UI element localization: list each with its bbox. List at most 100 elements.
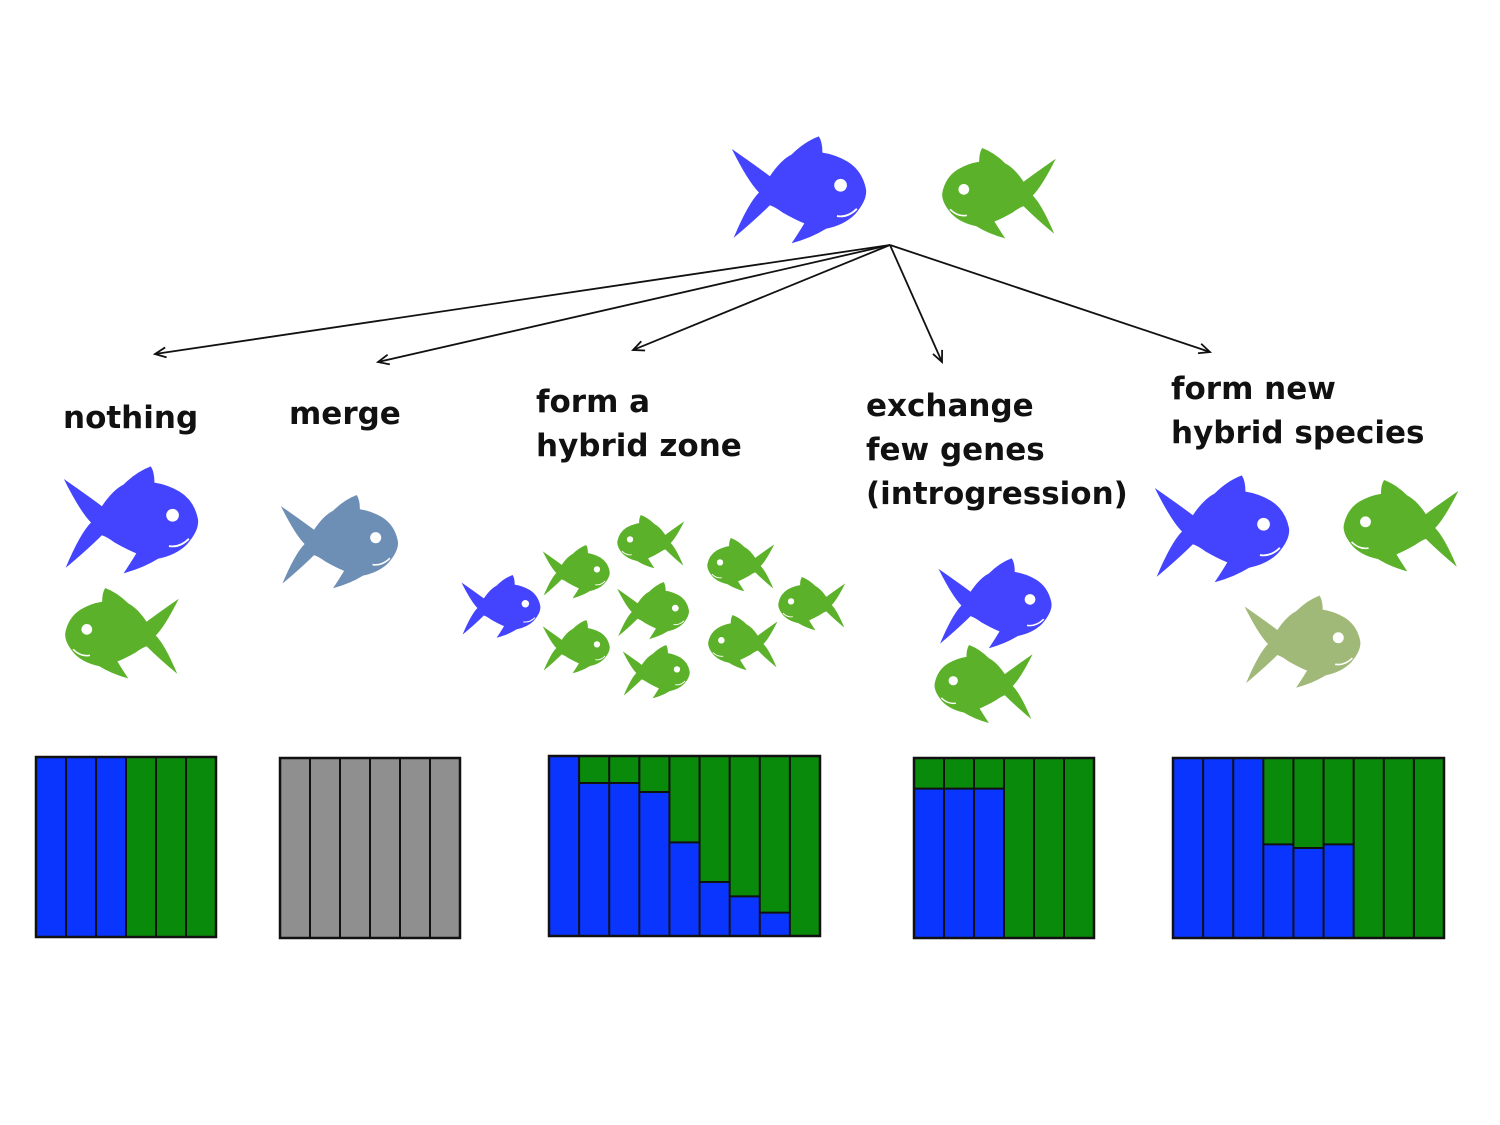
ancestry-bar-blue-segment — [974, 788, 1004, 938]
panel-frame — [547, 754, 822, 938]
ancestry-bar-blue-segment — [1173, 758, 1204, 938]
ancestry-bar-blue-segment — [1203, 758, 1234, 938]
hybrid-zone-fish-group — [460, 514, 846, 699]
ancestry-bar-blue-segment — [759, 912, 790, 936]
hybrid-zone-fish-icon — [460, 574, 541, 639]
label-line: exchange — [866, 388, 1034, 424]
ancestry-bar-green-segment — [186, 757, 216, 937]
ancestry-bar-blue-segment — [96, 757, 126, 937]
blue-fish-icon — [62, 465, 200, 575]
panel-frame — [1171, 756, 1446, 940]
ancestry-bar-blue-segment — [914, 788, 944, 938]
ancestry-bar-green-segment — [1323, 758, 1354, 845]
ancestry-bar-blue-segment — [1263, 844, 1294, 938]
ancestry-bar-blue-segment — [66, 757, 96, 937]
ancestry-bar-blue-segment — [579, 783, 610, 936]
ancestry-bar — [280, 758, 310, 938]
label-nothing: nothing — [63, 396, 198, 440]
label-line: merge — [289, 396, 401, 432]
blue-fish-icon — [937, 557, 1053, 649]
ancestry-bar-green-segment — [1383, 758, 1414, 938]
arrow-to-hybrid-species — [889, 244, 1210, 352]
hybrid-species-fish-group — [1153, 474, 1460, 689]
ancestry-bar-green-segment — [1263, 758, 1294, 845]
ancestry-bar-blue-segment — [609, 783, 640, 936]
ancestry-bar-blue-segment — [699, 882, 730, 936]
ancestry-bar-green-segment — [974, 758, 1004, 789]
arrow-to-introgression — [889, 244, 942, 362]
ancestry-bar-green-segment — [944, 758, 974, 789]
merged-fish-icon — [279, 493, 400, 590]
label-line: form new — [1171, 371, 1336, 407]
ancestry-bar-green-segment — [156, 757, 186, 937]
label-line: few genes — [866, 432, 1045, 468]
arrow-to-hybrid-zone — [633, 244, 891, 350]
ancestry-bar-blue-segment — [944, 788, 974, 938]
ancestry-bar-green-segment — [914, 758, 944, 789]
ancestry-panels — [34, 754, 1446, 940]
arrow-to-merge — [378, 244, 891, 362]
ancestry-panel-nothing — [34, 755, 218, 939]
ancestry-bar — [430, 758, 460, 938]
panel-frame — [912, 756, 1096, 940]
ancestral-fish-pair — [730, 135, 1057, 245]
ancestry-bar-blue-segment — [1293, 848, 1324, 938]
ancestry-bar-green-segment — [126, 757, 156, 937]
outcome-arrows — [155, 244, 1210, 362]
hybrid-zone-fish-icon — [777, 576, 846, 631]
ancestry-bar-blue-segment — [36, 757, 66, 937]
ancestry-bar-blue-segment — [639, 792, 670, 936]
ancestry-bar — [370, 758, 400, 938]
ancestry-bar-green-segment — [1293, 758, 1324, 848]
hybrid-zone-fish-icon — [707, 614, 779, 671]
ancestry-bar — [340, 758, 370, 938]
ancestry-bar-blue-segment — [729, 896, 760, 936]
ancestry-bar-green-segment — [789, 756, 820, 936]
hybrid-species-fish-icon — [1243, 594, 1362, 689]
ancestry-bar-green-segment — [609, 756, 640, 783]
ancestral-green-fish-icon — [941, 146, 1057, 240]
panel-frame — [34, 755, 218, 939]
green-fish-icon — [933, 644, 1034, 724]
ancestry-panel-merge — [278, 756, 462, 940]
ancestry-panel-hybrid-zone — [547, 754, 822, 938]
ancestry-bar-green-segment — [699, 756, 730, 882]
label-merge: merge — [289, 392, 401, 436]
hybrid-zone-fish-icon — [542, 619, 611, 674]
ancestry-bar-green-segment — [579, 756, 610, 783]
ancestry-bar-green-segment — [669, 756, 700, 843]
ancestry-bar-green-segment — [639, 756, 670, 792]
hybrid-zone-fish-icon — [622, 644, 691, 699]
ancestry-bar-blue-segment — [669, 842, 700, 936]
label-line: hybrid species — [1171, 415, 1425, 451]
green-fish-icon — [1342, 478, 1460, 573]
label-hybrid-zone: form a hybrid zone — [536, 380, 742, 468]
introgression-fish-group — [933, 557, 1053, 724]
ancestry-bar — [400, 758, 430, 938]
green-fish-icon — [64, 586, 180, 680]
panel-frame — [278, 756, 462, 940]
ancestry-bar-blue-segment — [1323, 844, 1354, 938]
ancestry-panel-hybrid-species — [1171, 756, 1446, 940]
hybrid-zone-fish-icon — [706, 537, 775, 592]
label-hybrid-species: form new hybrid species — [1171, 367, 1425, 455]
ancestry-bar-green-segment — [1413, 758, 1444, 938]
hybrid-zone-fish-icon — [542, 544, 611, 599]
ancestral-blue-fish-icon — [730, 135, 868, 245]
ancestry-panel-introgression — [912, 756, 1096, 940]
ancestry-bar-green-segment — [729, 756, 760, 897]
ancestry-bar-blue-segment — [549, 756, 580, 936]
ancestry-bar-green-segment — [1353, 758, 1384, 938]
label-line: form a — [536, 384, 651, 420]
arrow-to-nothing — [155, 244, 891, 354]
nothing-fish-group — [62, 465, 200, 680]
label-line: (introgression) — [866, 476, 1128, 512]
ancestry-bar-green-segment — [1034, 758, 1064, 938]
ancestry-bar-green-segment — [1004, 758, 1034, 938]
blue-fish-icon — [1153, 474, 1291, 584]
label-line: hybrid zone — [536, 428, 742, 464]
hybrid-zone-fish-icon — [616, 581, 690, 640]
label-line: nothing — [63, 400, 199, 436]
hybrid-zone-fish-icon — [616, 514, 685, 569]
